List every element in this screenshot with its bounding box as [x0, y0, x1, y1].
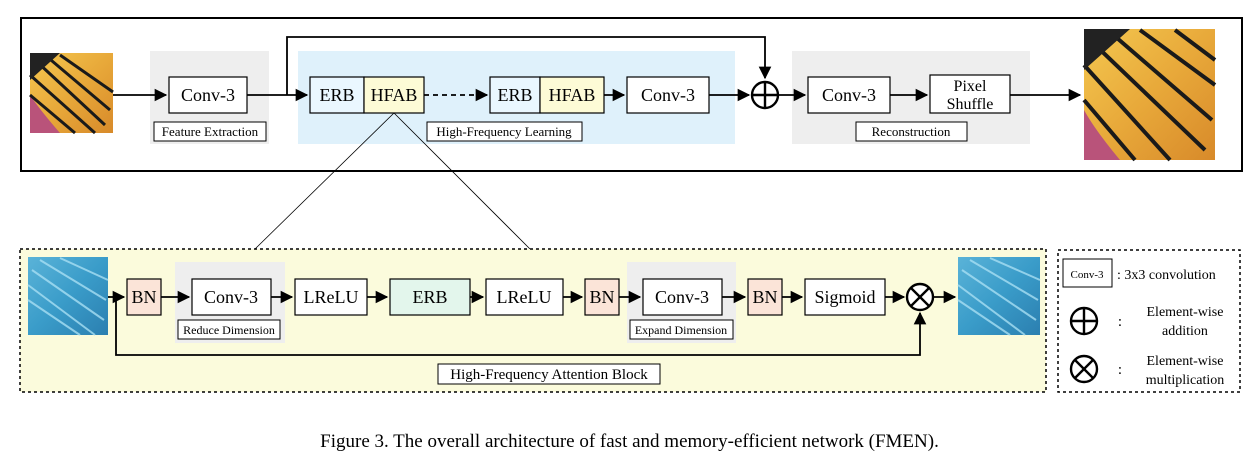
conv-feature-text: Conv-3 [181, 85, 235, 105]
erb-1-text: ERB [319, 85, 354, 105]
feature-extraction-tag [153, 121, 267, 142]
reconstruction-tag [855, 121, 968, 142]
bn-2-box [584, 278, 620, 316]
erb-2-box [489, 76, 541, 114]
legend-conv-box [1062, 258, 1113, 288]
figure-caption: Figure 3. The overall architecture of fa… [320, 431, 939, 452]
expand-label: Expand Dimension [635, 323, 727, 337]
bn-2-text: BN [589, 287, 614, 307]
hfab-block-label: High-Frequency Attention Block [450, 367, 648, 383]
legend-addition-icon [1069, 306, 1099, 336]
legend-conv-box-text: Conv-3 [1071, 269, 1105, 281]
legend-multiplication-icon [1069, 354, 1099, 384]
lrelu-1-text: LReLU [304, 287, 359, 307]
bn-3-text: BN [752, 287, 777, 307]
hfab-skip-connection [115, 297, 927, 356]
erb-1-box [309, 76, 365, 114]
erb-hfab-box [389, 278, 471, 316]
legend-mul-colon: : [1118, 362, 1122, 378]
lrelu-1-box [294, 278, 368, 316]
expand-tag [629, 319, 734, 340]
legend-conv-desc: : 3x3 convolution [1117, 268, 1216, 283]
hfab-block-tag [437, 363, 661, 385]
zoom-line-left [254, 112, 395, 250]
reconstruction-label: Reconstruction [872, 124, 951, 139]
reduce-tag [177, 319, 281, 340]
conv-expand-text: Conv-3 [655, 287, 709, 307]
conv-expand-box [642, 278, 723, 316]
element-wise-addition-icon [750, 80, 780, 110]
global-skip-connection [286, 36, 772, 95]
element-wise-multiplication-icon [905, 282, 935, 312]
bn-3-box [747, 278, 783, 316]
legend-add-desc-line1: Element-wise [1147, 305, 1224, 320]
sigmoid-text: Sigmoid [814, 287, 875, 307]
hfl-tag [426, 121, 583, 142]
feature-extraction-label: Feature Extraction [162, 124, 259, 139]
butterfly-output-image [1082, 28, 1217, 162]
sigmoid-box [804, 278, 886, 316]
conv-hfl-box [626, 76, 710, 114]
hfab-1-text: HFAB [371, 85, 418, 105]
conv-hfl-text: Conv-3 [641, 85, 695, 105]
top-pipeline-frame [20, 17, 1243, 172]
conv-recon-text: Conv-3 [822, 85, 876, 105]
bn-1-box [126, 278, 162, 316]
butterfly-input-image [29, 53, 114, 135]
hfab-2-box [539, 76, 605, 114]
reduce-label: Reduce Dimension [183, 323, 275, 337]
legend-mul-desc-line1: Element-wise [1147, 354, 1224, 369]
pixel-shuffle-line1: Pixel [954, 78, 987, 95]
pixel-shuffle-box [929, 74, 1011, 114]
hfl-label: High-Frequency Learning [436, 124, 572, 139]
conv-recon-box [807, 76, 891, 114]
hfab-2-text: HFAB [549, 85, 596, 105]
lrelu-2-text: LReLU [497, 287, 552, 307]
conv-feature-box [168, 76, 248, 114]
erb-hfab-text: ERB [412, 287, 447, 307]
conv-reduce-text: Conv-3 [204, 287, 258, 307]
erb-2-text: ERB [497, 85, 532, 105]
pixel-shuffle-line2: Shuffle [947, 96, 994, 113]
feature-map-input [27, 257, 109, 336]
architecture-diagram: Conv-3 Feature Extraction ERB HFAB ERB H… [19, 17, 1243, 393]
feature-map-output [957, 257, 1041, 336]
legend-add-colon: : [1118, 314, 1122, 330]
zoom-line-right [393, 112, 531, 250]
legend-add-desc-line2: addition [1162, 324, 1208, 339]
bn-1-text: BN [131, 287, 156, 307]
legend-mul-desc-line2: multiplication [1146, 373, 1225, 388]
